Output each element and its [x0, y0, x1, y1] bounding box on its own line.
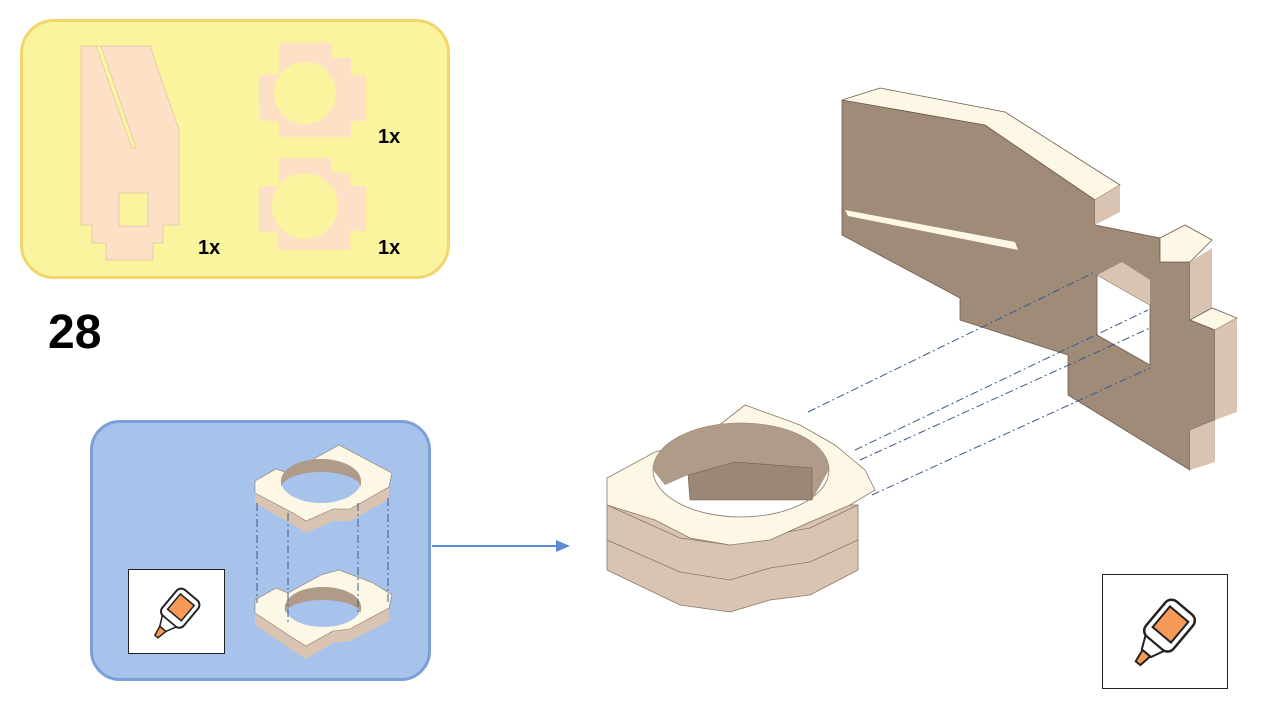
ring-bottom-iso [254, 569, 393, 659]
ring-part-top [259, 43, 366, 137]
side-plate-part [80, 45, 180, 261]
arrow-right-icon [432, 540, 570, 552]
quantity-ring-top: 1x [378, 126, 401, 148]
parts-panel: 1x 1x 1x [20, 19, 450, 279]
ring-stack-iso [606, 404, 876, 613]
side-plate-iso [841, 87, 1238, 471]
subassembly-panel [90, 420, 431, 681]
quantity-ring-bottom: 1x [378, 237, 401, 259]
subassembly-drawing [254, 444, 393, 659]
glue-bottle-icon-large [1134, 598, 1197, 667]
parts-drawing [80, 43, 366, 261]
quantity-side-plate: 1x [198, 237, 221, 259]
glue-box-large [1102, 574, 1228, 689]
ring-part-bottom [259, 158, 366, 250]
subassembly-guide-lines [256, 498, 389, 623]
glue-bottle-icon [153, 587, 201, 639]
glue-box-small [128, 569, 225, 654]
main-guide-lines [807, 271, 1151, 496]
step-number: 28 [48, 306, 102, 359]
